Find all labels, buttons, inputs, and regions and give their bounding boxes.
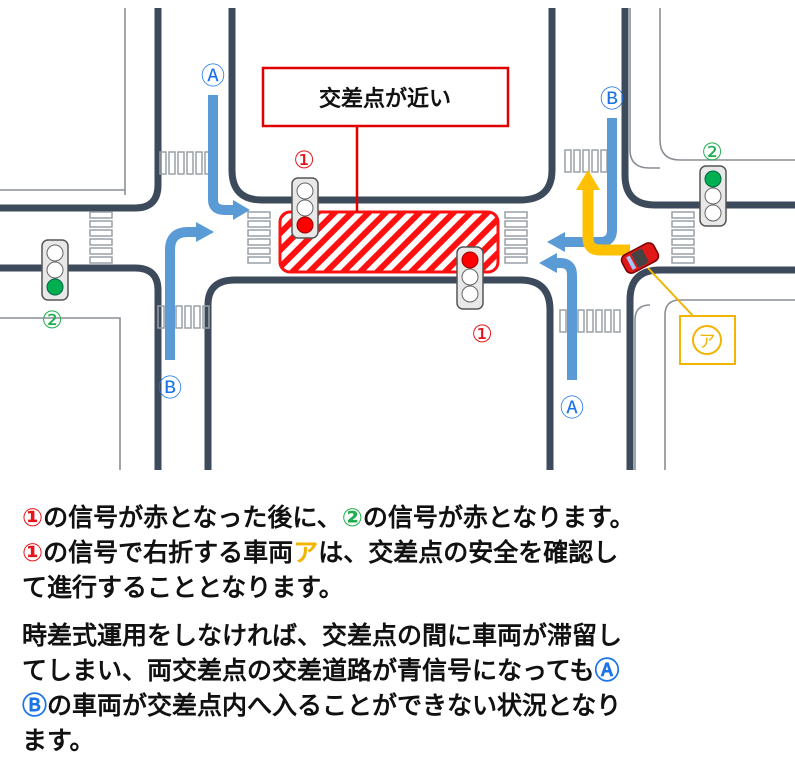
hatched-queue-zone bbox=[278, 210, 500, 274]
caption-without-offset: 時差式運用をしなければ、交差点の間に車両が滞留し てしまい、両交差点の交差道路が… bbox=[22, 618, 782, 758]
caption2-line2: てしまい、両交差点の交差道路が青信号になってもⒶ bbox=[22, 656, 620, 685]
callout-box bbox=[261, 66, 510, 128]
arrow-a-left-head bbox=[233, 200, 250, 220]
caption2-line4: ます。 bbox=[22, 726, 95, 755]
signal-1-left bbox=[291, 177, 319, 239]
signal-red-light bbox=[296, 216, 314, 234]
outer-road-lines bbox=[0, 8, 795, 470]
caption2-line3: Ⓑの車両が交差点内へ入ることができない状況となり bbox=[22, 691, 622, 720]
marker-1-right: ① bbox=[471, 320, 493, 348]
intersection-diagram: 交差点が近い ア bbox=[0, 8, 795, 470]
signal-1-right bbox=[456, 246, 484, 310]
marker-2-right: ② bbox=[701, 138, 723, 166]
arrow-b-right-head bbox=[547, 232, 565, 252]
car-leader-line bbox=[647, 267, 696, 319]
caption1-line3: て進行することとなります。 bbox=[22, 573, 344, 602]
marker-b-bottom: Ⓑ bbox=[158, 374, 182, 402]
arrow-b-left-head bbox=[196, 222, 214, 242]
signal-red-light bbox=[461, 251, 479, 269]
road-edges bbox=[0, 8, 795, 470]
signal-green-light bbox=[704, 170, 722, 188]
marker-1-left: ① bbox=[293, 146, 315, 174]
callout-text: 交差点が近い bbox=[319, 86, 451, 112]
caption1-line1: ①の信号が赤となった後に、②の信号が赤となります。 bbox=[22, 503, 635, 532]
arrow-a-right-path bbox=[555, 258, 577, 380]
orange-turn-arrow bbox=[576, 170, 630, 256]
marker-b-top: Ⓑ bbox=[600, 85, 624, 113]
signal-2-right bbox=[699, 165, 727, 227]
signal-green-light bbox=[46, 278, 64, 296]
marker-a-top: Ⓐ bbox=[201, 62, 225, 90]
caption2-line1: 時差式運用をしなければ、交差点の間に車両が滞留し bbox=[22, 621, 623, 650]
marker-a-circle bbox=[692, 325, 722, 355]
marker-a-box bbox=[679, 315, 736, 365]
arrow-b-left-path bbox=[165, 227, 198, 360]
marker-a-bottom: Ⓐ bbox=[560, 394, 584, 422]
arrow-a-right-head bbox=[539, 253, 557, 273]
marker-a-label: ア bbox=[699, 332, 716, 352]
red-car bbox=[620, 242, 660, 274]
arrow-b-right-path bbox=[562, 118, 617, 247]
caption1-line2: ①の信号で右折する車両アは、交差点の安全を確認し bbox=[22, 538, 619, 567]
marker-2-left: ② bbox=[41, 306, 63, 334]
arrow-a-left-path bbox=[208, 95, 235, 215]
caption-signal-sequence: ①の信号が赤となった後に、②の信号が赤となります。 ①の信号で右折する車両アは、… bbox=[22, 500, 782, 605]
blue-arrows bbox=[165, 95, 617, 380]
signal-2-left bbox=[41, 239, 69, 301]
